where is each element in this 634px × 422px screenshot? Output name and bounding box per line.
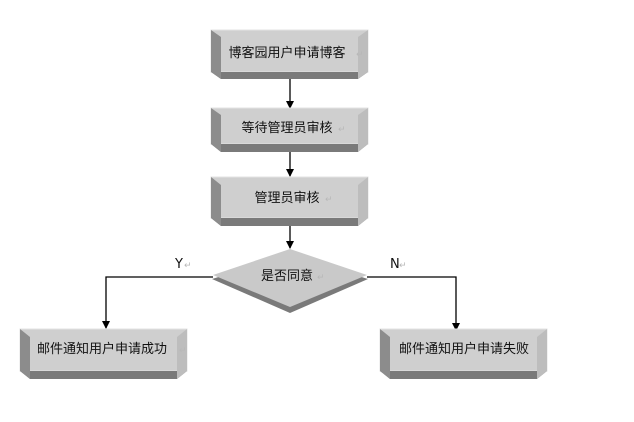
edge-no — [367, 276, 460, 331]
node-wait-bevel-left — [211, 108, 221, 152]
paragraph-mark: ↵ — [317, 273, 325, 283]
node-wait-bevel-bottom — [211, 144, 368, 152]
node-review: 管理员审核 ↵ — [210, 176, 369, 226]
node-success-bevel-bottom — [20, 371, 187, 379]
paragraph-mark: ↵ — [356, 50, 364, 60]
edge-no-label: N — [390, 257, 400, 272]
paragraph-mark: ↵ — [184, 261, 192, 271]
node-wait: 等待管理员审核 ↵ — [210, 107, 369, 152]
node-review-bevel-right — [358, 177, 368, 226]
node-wait-bevel-right — [358, 108, 368, 152]
node-success-bevel-left — [20, 329, 30, 379]
node-review-bevel-left — [211, 177, 221, 226]
paragraph-mark: ↵ — [179, 346, 187, 356]
node-decision-label: 是否同意 — [261, 268, 313, 284]
node-success-bevel-right — [177, 329, 187, 379]
node-review-bevel-bottom — [211, 218, 368, 226]
connectors — [102, 79, 460, 331]
node-failure-box — [379, 328, 548, 372]
node-apply-label: 博客园用户申请博客 — [228, 45, 345, 61]
node-apply-box — [210, 29, 369, 73]
node-failure-bevel-bottom — [380, 371, 547, 379]
node-failure: 邮件通知用户申请失败 — [379, 328, 548, 379]
paragraph-mark: ↵ — [399, 261, 407, 271]
paragraph-mark: ↵ — [338, 125, 346, 135]
node-success: 邮件通知用户申请成功 ↵ — [19, 328, 188, 379]
node-wait-label: 等待管理员审核 — [241, 120, 332, 136]
node-review-label: 管理员审核 — [254, 191, 319, 206]
paragraph-mark: ↵ — [325, 195, 333, 205]
node-review-box — [210, 176, 369, 219]
node-decision: 是否同意 ↵ — [212, 249, 368, 313]
edge-yes — [102, 276, 213, 329]
decision-diamond — [213, 249, 367, 307]
node-wait-box — [210, 107, 369, 145]
node-failure-label: 邮件通知用户申请失败 — [399, 341, 529, 357]
node-failure-bevel-right — [537, 329, 547, 379]
edge-yes-label: Y — [174, 257, 183, 272]
node-apply-bevel-left — [211, 30, 221, 79]
node-success-label: 邮件通知用户申请成功 — [37, 341, 167, 357]
node-failure-bevel-left — [380, 329, 390, 379]
node-apply-bevel-right — [358, 30, 368, 79]
node-apply-bevel-bottom — [211, 72, 368, 79]
node-apply: 博客园用户申请博客 ↵ — [210, 29, 369, 79]
